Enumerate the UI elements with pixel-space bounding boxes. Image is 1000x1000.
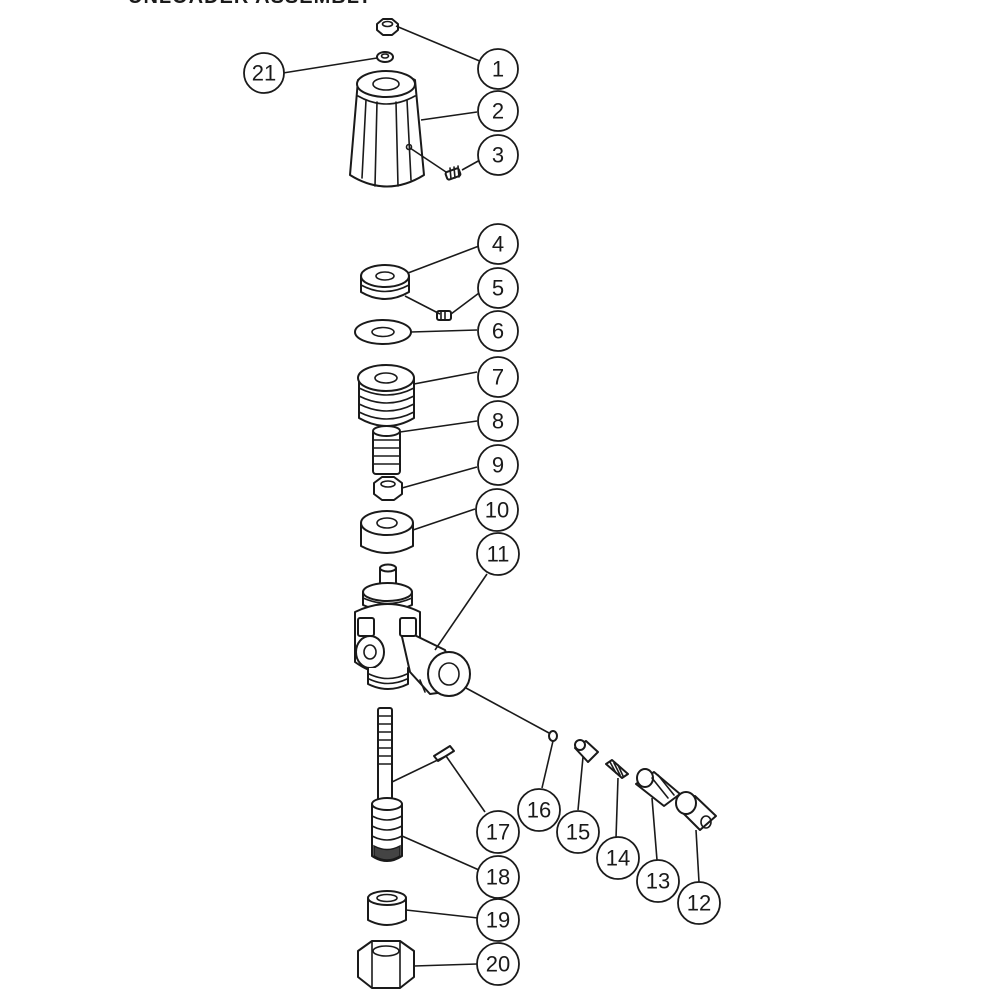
callout-4-label: 4 xyxy=(492,232,504,257)
callout-14: 14 xyxy=(596,836,640,880)
callout-19: 19 xyxy=(476,898,520,942)
callout-18-label: 18 xyxy=(486,865,510,890)
callout-18: 18 xyxy=(476,855,520,899)
part-11-unloader-body xyxy=(354,563,471,697)
callout-12-label: 12 xyxy=(687,891,711,916)
callout-2-label: 2 xyxy=(492,99,504,124)
callout-5-label: 5 xyxy=(492,276,504,301)
callout-19-label: 19 xyxy=(486,908,510,933)
callout-15-label: 15 xyxy=(566,820,590,845)
part-17-pin xyxy=(433,745,455,762)
callout-14-label: 14 xyxy=(606,846,630,871)
callout-1: 1 xyxy=(477,48,519,90)
callout-21-label: 21 xyxy=(252,61,276,86)
callout-17-label: 17 xyxy=(486,820,510,845)
part-6-flat-washer xyxy=(354,319,412,345)
callout-16: 16 xyxy=(517,788,561,832)
part-4-collar xyxy=(360,264,410,300)
callout-3: 3 xyxy=(477,134,519,176)
callout-8-label: 8 xyxy=(492,409,504,434)
callout-15: 15 xyxy=(556,810,600,854)
callout-3-label: 3 xyxy=(492,143,504,168)
part-18-piston-stem xyxy=(371,707,403,862)
part-1-top-nut xyxy=(376,18,399,36)
part-5-set-screw xyxy=(436,310,452,321)
callout-12: 12 xyxy=(677,881,721,925)
part-15-poppet xyxy=(574,739,599,763)
callout-7-label: 7 xyxy=(492,365,504,390)
part-8-threaded-stud xyxy=(372,425,401,475)
callout-21: 21 xyxy=(243,52,285,94)
part-21-washer xyxy=(376,51,394,63)
callout-13: 13 xyxy=(636,859,680,903)
callout-13-label: 13 xyxy=(646,869,670,894)
callout-20: 20 xyxy=(476,942,520,986)
part-13-cage xyxy=(635,768,681,807)
callout-10: 10 xyxy=(475,488,519,532)
callout-6-label: 6 xyxy=(492,319,504,344)
part-12-plug xyxy=(675,791,717,831)
part-9-nut xyxy=(373,476,403,501)
callout-20-label: 20 xyxy=(486,952,510,977)
callout-1-label: 1 xyxy=(492,57,504,82)
callout-16-label: 16 xyxy=(527,798,551,823)
part-7-spring xyxy=(357,364,415,427)
callout-9-label: 9 xyxy=(492,453,504,478)
callout-10-label: 10 xyxy=(485,498,509,523)
leader-lines xyxy=(282,25,700,967)
callout-5: 5 xyxy=(477,267,519,309)
part-16-o-ring xyxy=(548,730,558,742)
callout-7: 7 xyxy=(477,356,519,398)
callout-2: 2 xyxy=(477,90,519,132)
callout-9: 9 xyxy=(477,444,519,486)
part-2-knob xyxy=(349,70,425,188)
part-14-spring xyxy=(605,759,629,779)
callout-11: 11 xyxy=(476,532,520,576)
part-19-sleeve xyxy=(367,890,407,926)
part-3-set-screw xyxy=(444,165,462,181)
callout-4: 4 xyxy=(477,223,519,265)
callout-11-label: 11 xyxy=(487,542,510,567)
diagram-heading: UNLOADER ASSEMBLY xyxy=(128,0,372,9)
callout-6: 6 xyxy=(477,310,519,352)
callout-8: 8 xyxy=(477,400,519,442)
callout-17: 17 xyxy=(476,810,520,854)
part-20-hex-nut xyxy=(357,940,415,989)
part-10-bushing xyxy=(360,510,414,554)
